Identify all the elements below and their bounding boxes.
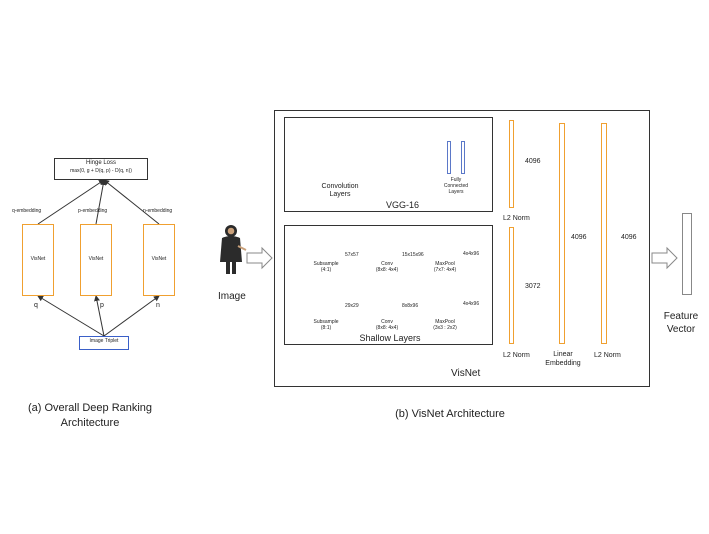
r2-conv-line2: (8x8: 4x4) [375, 325, 399, 331]
visnet-n [143, 224, 175, 296]
r1-maxpool-line2: (7x7: 4x4) [433, 267, 457, 273]
caption-b: (b) VisNet Architecture [395, 408, 505, 420]
visnet-q-label: VisNet [30, 256, 46, 262]
l2-norm-right: L2 Norm [594, 352, 621, 359]
arrow-triplet-n [103, 295, 160, 337]
arrow-triplet-p [94, 295, 105, 337]
image-triplet-box [79, 336, 129, 350]
conv-layers-line2: Layers [329, 191, 351, 198]
r1-conv-size: 15x15x96 [402, 252, 424, 258]
r1-conv-line2: (8x8: 4x4) [375, 267, 399, 273]
r2-subsample-line2: (8:1) [320, 325, 332, 331]
visnet-p [80, 224, 112, 296]
r2-maxpool-line1: MaxPool [435, 319, 455, 325]
linear-embedding-line1: Linear [553, 351, 573, 358]
r2-conv-size: 8x8x96 [402, 303, 419, 309]
r1-subsample-line2: (4:1) [320, 267, 332, 273]
n-embedding-label: n-embedding [143, 208, 173, 214]
r1-conv-line1: Conv [381, 261, 393, 267]
l2-norm-output-bar [601, 123, 607, 344]
l2-norm-bottom: L2 Norm [503, 352, 530, 359]
p-embedding-label: p-embedding [78, 208, 108, 214]
r1-subsample-size: 57x57 [345, 252, 359, 258]
r1-maxpool-line1: MaxPool [435, 261, 455, 267]
input-q-label: q [34, 302, 38, 309]
visnet-q [22, 224, 54, 296]
feature-vector-line1: Feature [663, 311, 699, 322]
q-embedding-label: q-embedding [12, 208, 42, 214]
hinge-loss-formula: max(0, g + D(q, p) - D(q, n)) [70, 168, 132, 174]
r2-maxpool-size: 4x4x96 [463, 301, 480, 307]
dim-4096-c: 4096 [621, 234, 637, 241]
caption-a-line2: Architecture [60, 417, 120, 429]
arrow-triplet-q [37, 295, 105, 337]
conv-layers-line1: Convolution [321, 183, 359, 190]
feature-vector-line2: Vector [666, 324, 696, 335]
l2-norm-mid: L2 Norm [503, 215, 530, 222]
output-arrow [651, 246, 678, 270]
linear-embedding-bar [559, 123, 565, 344]
r2-subsample-line1: Subsample [313, 319, 339, 325]
linear-embedding-line2: Embedding [545, 360, 581, 367]
fc-line1: Fully [450, 177, 462, 183]
hinge-loss-box [54, 158, 148, 180]
shallow-output-bar [509, 227, 514, 344]
r2-subsample-size: 29x29 [345, 303, 359, 309]
visnet-frame-label: VisNet [451, 368, 481, 379]
vgg16-title: VGG-16 [386, 200, 420, 210]
dim-4096-b: 4096 [571, 234, 587, 241]
visnet-n-label: VisNet [151, 256, 167, 262]
fc-line3: Layers [448, 189, 464, 195]
input-n-label: n [156, 302, 160, 309]
input-image-label: Image [218, 291, 246, 302]
r2-maxpool-line2: (3x3 : 2x2) [433, 325, 457, 331]
vgg-output-bar [509, 120, 514, 208]
image-triplet-label: Image Triplet [89, 338, 119, 344]
r1-subsample-line1: Subsample [313, 261, 339, 267]
input-p-label: p [100, 302, 104, 309]
input-arrow [246, 246, 273, 270]
dim-4096-a: 4096 [525, 158, 541, 165]
dim-3072: 3072 [525, 283, 541, 290]
input-image-person [220, 225, 247, 274]
visnet-p-label: VisNet [88, 256, 104, 262]
shallow-layers-box [284, 225, 493, 345]
caption-a-line1: (a) Overall Deep Ranking [27, 402, 153, 414]
vgg16-box [284, 117, 493, 212]
feature-vector-bar [682, 213, 692, 295]
arrow-n-embedding [103, 179, 160, 225]
arrow-q-embedding [37, 179, 105, 225]
fc-line2: Connected [443, 183, 469, 189]
shallow-layers-title: Shallow Layers [359, 333, 421, 343]
fc-layer-1 [447, 141, 451, 174]
arrow-p-embedding [95, 179, 107, 225]
r1-maxpool-size: 4x4x96 [463, 251, 480, 257]
r2-conv-line1: Conv [381, 319, 393, 325]
fc-layer-2 [461, 141, 465, 174]
hinge-loss-title: Hinge Loss [85, 160, 117, 166]
